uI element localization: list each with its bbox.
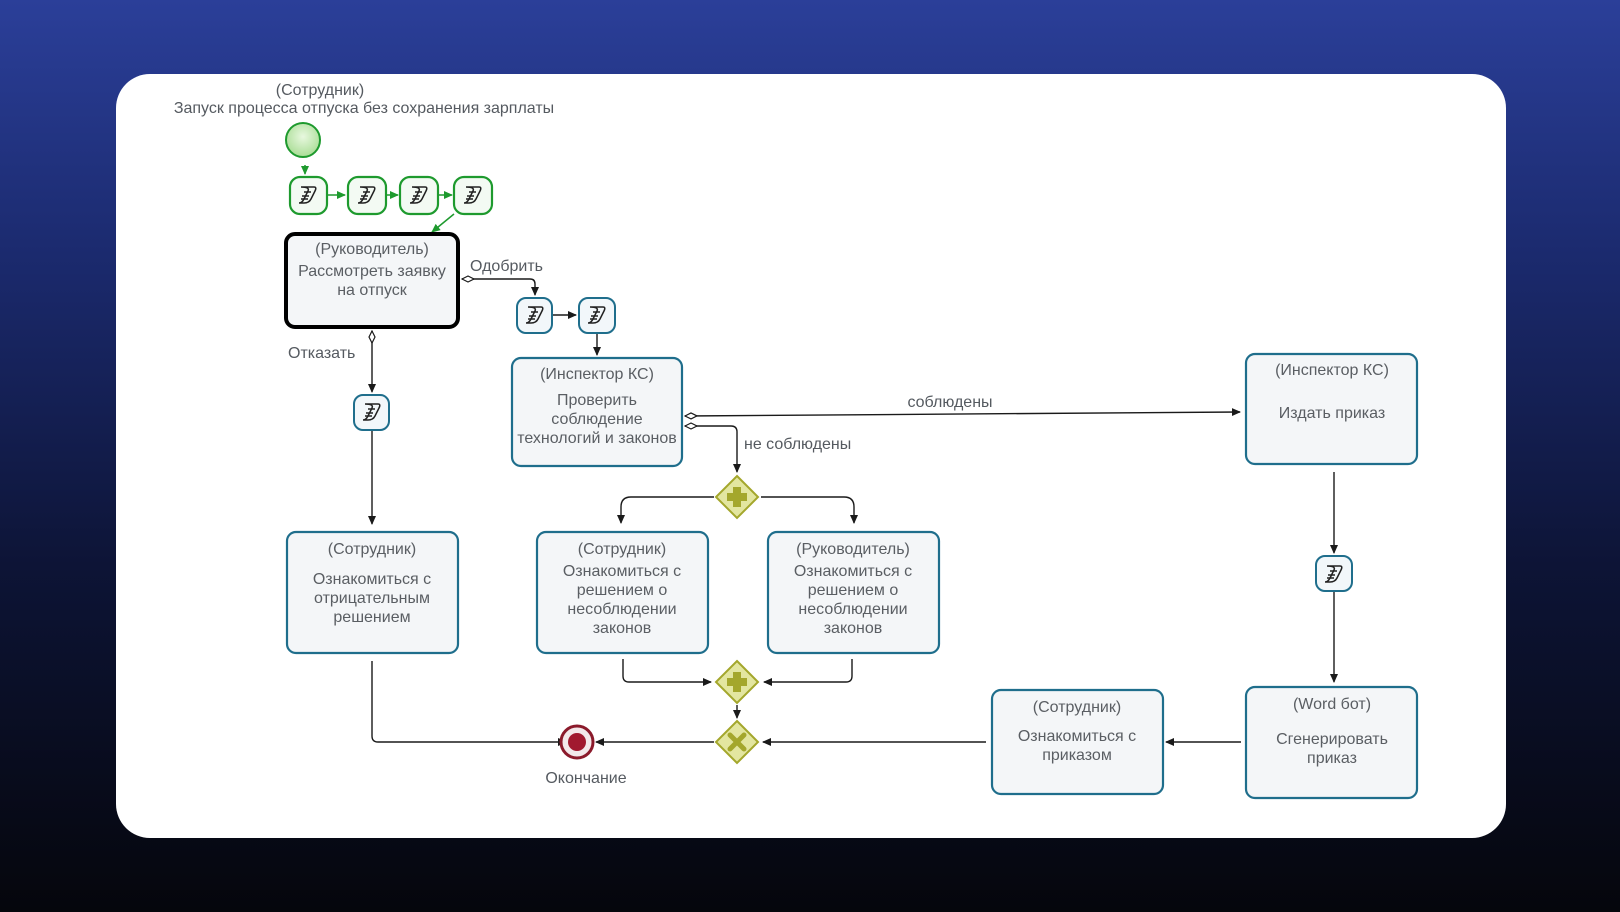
task-review-line-1: Рассмотреть заявку xyxy=(298,263,446,280)
task-mgr-violation-line-3: несоблюдении xyxy=(798,601,907,618)
script-task-8[interactable] xyxy=(1315,555,1353,592)
task-order[interactable]: (Инспектор КС) Издать приказ xyxy=(1244,352,1419,466)
task-emp-violation-line-2: решением о xyxy=(577,582,668,599)
task-check-line-2: соблюдение xyxy=(551,411,643,428)
task-negative-role: (Сотрудник) xyxy=(328,541,416,558)
task-order-role: (Инспектор КС) xyxy=(1275,362,1389,379)
task-generate-line-2: приказ xyxy=(1307,750,1357,767)
flow-approve[interactable] xyxy=(462,279,535,295)
start-event-circle[interactable] xyxy=(285,122,321,158)
task-emp-violation-line-3: несоблюдении xyxy=(567,601,676,618)
label-approve: Одобрить xyxy=(470,258,543,275)
label-complied: соблюдены xyxy=(907,394,992,411)
task-negative-line-2: отрицательным xyxy=(314,590,430,607)
task-review-role: (Руководитель) xyxy=(315,241,429,258)
flow-not-complied[interactable] xyxy=(685,426,737,472)
end-event-core xyxy=(568,733,586,751)
task-check-line-3: технологий и законов xyxy=(517,430,677,447)
task-check[interactable]: (Инспектор КС) Проверить соблюдение техн… xyxy=(510,356,684,468)
bpmn-diagram: (Сотрудник) Запуск процесса отпуска без … xyxy=(174,82,1419,800)
task-negative-line-3: решением xyxy=(333,609,410,626)
script-task-1[interactable] xyxy=(288,175,329,216)
script-task-6[interactable] xyxy=(578,297,616,334)
task-mgr-violation[interactable]: (Руководитель) Ознакомиться с решением о… xyxy=(766,530,941,655)
task-check-role: (Инспектор КС) xyxy=(540,366,654,383)
sequence-flows xyxy=(301,165,1338,746)
flow-fork-emp[interactable] xyxy=(617,496,714,524)
start-label: Запуск процесса отпуска без сохранения з… xyxy=(174,100,554,117)
parallel-gateway-join[interactable] xyxy=(714,659,760,705)
task-order-line-1: Издать приказ xyxy=(1279,405,1385,422)
end-event[interactable]: Окончание xyxy=(545,724,627,787)
task-mgr-violation-line-2: решением о xyxy=(808,582,899,599)
label-reject: Отказать xyxy=(288,345,355,362)
task-review-line-2: на отпуск xyxy=(337,282,408,299)
task-emp-violation-line-1: Ознакомиться с xyxy=(563,563,681,580)
script-task-3[interactable] xyxy=(398,175,440,216)
task-negative[interactable]: (Сотрудник) Ознакомиться с отрицательным… xyxy=(285,530,460,655)
start-event[interactable]: (Сотрудник) Запуск процесса отпуска без … xyxy=(174,82,554,158)
task-review[interactable]: (Руководитель) Рассмотреть заявку на отп… xyxy=(284,232,460,329)
task-negative-line-1: Ознакомиться с xyxy=(313,571,431,588)
parallel-gateway-fork[interactable] xyxy=(714,474,760,520)
task-mgr-violation-role: (Руководитель) xyxy=(796,541,910,558)
task-read-order[interactable]: (Сотрудник) Ознакомиться с приказом xyxy=(990,688,1165,796)
task-generate-role: (Word бот) xyxy=(1293,696,1371,713)
task-emp-violation-role: (Сотрудник) xyxy=(578,541,666,558)
flow-fork-mgr[interactable] xyxy=(761,496,858,524)
task-check-line-1: Проверить xyxy=(557,392,637,409)
script-task-4[interactable] xyxy=(452,175,494,216)
script-task-7[interactable] xyxy=(353,394,390,431)
task-mgr-violation-line-4: законов xyxy=(824,620,883,637)
task-read-order-line-1: Ознакомиться с xyxy=(1018,728,1136,745)
script-task-2[interactable] xyxy=(346,175,388,216)
task-emp-violation-line-4: законов xyxy=(593,620,652,637)
end-label: Окончание xyxy=(545,770,626,787)
exclusive-gateway[interactable] xyxy=(714,719,760,765)
x-icon xyxy=(727,732,747,752)
flow-mgr-join[interactable] xyxy=(763,659,853,686)
flow-emp-join[interactable] xyxy=(622,659,712,686)
task-mgr-violation-line-1: Ознакомиться с xyxy=(794,563,912,580)
flow-script4-review[interactable] xyxy=(431,213,455,233)
diagram-canvas: (Сотрудник) Запуск процесса отпуска без … xyxy=(116,74,1506,838)
task-generate[interactable]: (Word бот) Сгенерировать приказ xyxy=(1244,685,1419,800)
script-task-5[interactable] xyxy=(516,297,553,334)
start-role-label: (Сотрудник) xyxy=(276,82,364,99)
plus-icon xyxy=(727,487,747,507)
label-not-complied: не соблюдены xyxy=(744,436,851,453)
task-emp-violation[interactable]: (Сотрудник) Ознакомиться с решением о не… xyxy=(535,530,710,655)
flow-negative-end[interactable] xyxy=(371,661,567,746)
task-generate-line-1: Сгенерировать xyxy=(1276,731,1388,748)
plus-icon xyxy=(727,672,747,692)
task-read-order-role: (Сотрудник) xyxy=(1033,699,1121,716)
task-read-order-line-2: приказом xyxy=(1042,747,1112,764)
flow-complied[interactable] xyxy=(685,412,1240,416)
